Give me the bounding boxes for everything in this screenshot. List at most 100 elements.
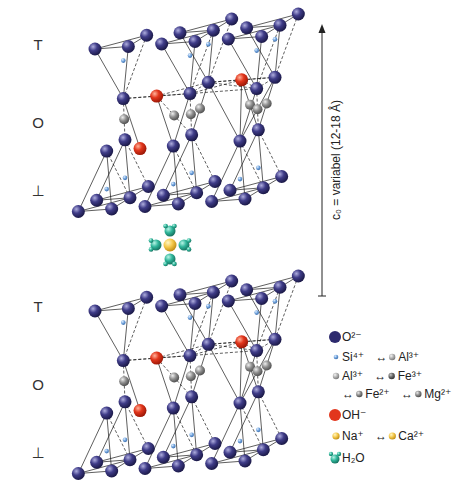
- hydroxyl-atom: [235, 335, 248, 348]
- legend-text: Na⁺ ↔ Ca²⁺: [342, 430, 424, 442]
- polyhedron-edge: [190, 304, 195, 356]
- octahedral-cation: [119, 376, 129, 386]
- oxygen-atom: [252, 385, 265, 398]
- polyhedron-edge: [97, 187, 149, 201]
- polyhedron-edge: [228, 39, 256, 89]
- polyhedron-edge: [257, 299, 262, 351]
- legend-sample-dot: [333, 373, 339, 379]
- polyhedron-edge: [95, 35, 147, 49]
- polyhedron-edge: [247, 276, 299, 290]
- polyhedron-edge: [145, 146, 173, 206]
- oxygen-atom: [234, 135, 247, 148]
- polyhedron-edge: [230, 177, 282, 191]
- oxygen-atom: [122, 302, 135, 315]
- octahedral-cation: [169, 372, 179, 382]
- polyhedron-edge: [212, 141, 240, 201]
- oxygen-atom: [205, 195, 218, 208]
- legend-sample-dot: [334, 355, 339, 360]
- oxygen-atom: [174, 288, 187, 301]
- oxygen-atom: [207, 286, 220, 299]
- tetrahedral-cation: [171, 182, 176, 187]
- octahedral-cation: [262, 361, 272, 371]
- polyhedron-edge: [145, 193, 197, 207]
- oxygen-atom: [157, 451, 170, 464]
- polyhedron-edge: [157, 344, 209, 358]
- octahedral-cation: [195, 104, 205, 114]
- oxygen-atom: [269, 71, 282, 84]
- oxygen-atom: [90, 456, 103, 469]
- sheet-label: O: [32, 115, 44, 130]
- polyhedron-edge: [230, 439, 282, 453]
- polyhedron-edge: [97, 449, 149, 463]
- polyhedron-edge: [95, 311, 123, 361]
- oxygen-atom: [222, 295, 235, 308]
- polyhedron-edge: [180, 281, 232, 295]
- legend-text: O²⁻: [342, 331, 362, 343]
- oxygen-atom: [269, 333, 282, 346]
- oxygen-atom: [100, 407, 113, 420]
- sheet-label: T: [33, 299, 42, 314]
- hydroxyl-atom: [150, 352, 163, 365]
- oxygen-atom: [122, 40, 135, 53]
- oxygen-atom: [124, 191, 137, 204]
- oxygen-atom: [185, 390, 198, 403]
- tetrahedral-cation: [256, 166, 261, 171]
- polyhedron-edge: [97, 402, 125, 462]
- polyhedron-edge: [78, 198, 130, 212]
- tetrahedral-cation: [171, 444, 176, 449]
- tetrahedral-cation: [273, 37, 278, 42]
- oxygen-atom: [174, 26, 187, 39]
- polyhedron-edge: [247, 14, 299, 28]
- octahedral-cation: [169, 110, 179, 120]
- axis-tick: [318, 296, 326, 297]
- polyhedron-edge: [257, 37, 262, 89]
- water-hydrogen: [187, 238, 192, 243]
- c-axis-arrow: [318, 24, 326, 296]
- tetrahedral-cation: [254, 310, 259, 315]
- polyhedron-edge: [208, 292, 213, 344]
- oxygen-atom: [105, 203, 118, 216]
- oxygen-atom: [155, 38, 168, 51]
- polyhedron-edge: [78, 460, 130, 474]
- oxygen-atom: [119, 133, 132, 146]
- legend-water-icon: [329, 452, 341, 464]
- legend-text: Al³⁺ ↔ Fe³⁺: [342, 370, 422, 382]
- oxygen-atom: [275, 170, 288, 183]
- polyhedron-edge: [192, 397, 215, 444]
- polyhedron-edge: [78, 413, 106, 473]
- oxygen-atom: [105, 465, 118, 478]
- polyhedron-edge: [163, 397, 191, 457]
- oxygen-atom: [252, 123, 265, 136]
- polyhedron-edge: [157, 82, 209, 96]
- clay-layer: [72, 270, 305, 481]
- oxygen-atom: [250, 344, 263, 357]
- polyhedron-edge: [180, 33, 208, 83]
- tetrahedral-cation: [189, 171, 194, 176]
- oxygen-atom: [239, 193, 252, 206]
- oxygen-atom: [255, 292, 268, 305]
- octahedral-cation: [262, 99, 272, 109]
- legend-text: H₂O: [342, 452, 365, 464]
- oxygen-atom: [89, 305, 102, 318]
- polyhedron-edge: [162, 30, 214, 44]
- polyhedron-edge: [230, 130, 258, 190]
- polyhedron-edge: [208, 344, 256, 350]
- oxygen-atom: [207, 24, 220, 37]
- polyhedron-edge: [163, 182, 215, 196]
- oxygen-atom: [225, 275, 238, 288]
- polyhedron-edge: [95, 297, 147, 311]
- hydroxyl-atom: [134, 142, 147, 155]
- clay-layer: [72, 8, 305, 219]
- oxygen-atom: [255, 30, 268, 43]
- exchange-cation: [164, 239, 177, 252]
- oxygen-atom: [292, 8, 305, 21]
- polyhedron-edge: [258, 130, 281, 177]
- octahedral-cation: [195, 366, 205, 376]
- polyhedron-edge: [212, 403, 240, 463]
- oxygen-atom: [239, 455, 252, 468]
- polyhedron-edge: [78, 151, 106, 211]
- polyhedron-edge: [162, 306, 190, 356]
- oxygen-atom: [184, 87, 197, 100]
- polyhedron-edge: [247, 290, 275, 340]
